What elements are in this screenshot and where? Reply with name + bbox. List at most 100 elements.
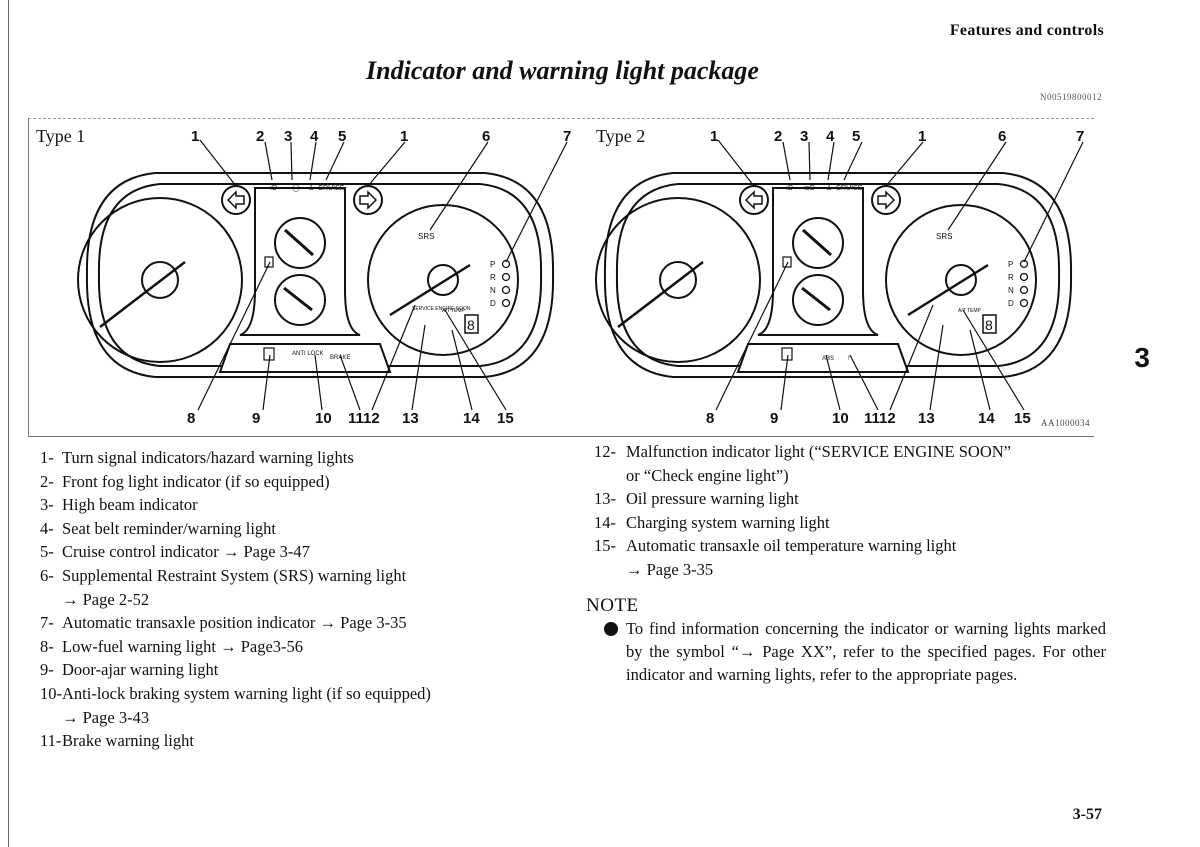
at-temp-label-t2: A/T TEMP [958,308,982,314]
fog-icon: ⁞D [786,185,793,192]
callout-bottom-9: 9 [252,410,261,427]
callout-top-t2-7: 7 [1076,128,1085,145]
callout-bottom-t2-1112: 1112 [864,410,896,427]
callout-top-6: 6 [482,128,491,145]
gear-d-t2: D [1008,299,1014,308]
callout-top-2: 2 [256,128,265,145]
legend-item-14: 14-Charging system warning light [594,512,830,532]
section-header: Features and controls [949,22,1104,39]
turn-signal-right-icon [353,185,383,215]
lower-indicator-strip [218,343,392,373]
legend-item-11: 11-Brake warning light [40,731,194,751]
gear-digit-display: 8 [467,317,475,333]
callout-top-t2-1b: 1 [918,128,927,145]
fuel-icon [782,256,792,268]
legend-item-9: 9-Door-ajar warning light [40,660,219,680]
turn-signal-right-icon [871,185,901,215]
instrument-cluster-type1: ⁞D ◯ ♙ CRUISE SRS P R N D SERVICE ENGINE… [77,140,568,411]
callout-top-5: 5 [338,128,347,145]
callout-bottom-10: 10 [315,410,332,427]
gear-p-t2: P [1008,260,1013,269]
legend-item-3: 3-High beam indicator [40,495,198,515]
legend-item-1: 1-Turn signal indicators/hazard warning … [40,448,354,467]
document-id: N00519800012 [1040,92,1102,102]
type2-label: Type 2 [596,126,646,146]
turn-signal-left-icon [739,185,769,215]
figure-code: AA1000034 [1041,418,1090,428]
abs-label: ABS [822,356,834,362]
gear-p: P [490,260,495,269]
note-heading: NOTE [586,595,639,616]
legend-item-13: 13-Oil pressure warning light [594,489,799,509]
brake-label: BRAKE [330,355,350,361]
page-number: 3-57 [1072,806,1102,823]
gear-r-t2: R [1008,273,1014,282]
note-text: To find information concerning the indic… [626,619,1106,684]
callout-top-t2-4: 4 [826,128,835,145]
figure-frame [28,118,1094,437]
speedometer [77,197,243,363]
gear-r: R [490,273,496,282]
gear-n-t2: N [1008,286,1014,295]
callout-top-1: 1 [191,128,200,145]
callout-bottom-t2-15: 15 [1014,410,1031,427]
binding-edge [0,0,9,847]
anti-lock-label: ANTI LOCK [292,351,324,357]
legend-item-2: 2-Front fog light indicator (if so equip… [40,471,330,491]
chapter-tab: 3 [1134,342,1150,373]
tachometer [367,204,519,356]
legend-item-15: 15-Automatic transaxle oil temperature w… [594,536,957,556]
gear-digit-display-t2: 8 [985,317,993,333]
callout-bottom-15: 15 [497,410,514,427]
cruise-label: CRUISE [318,185,345,192]
legend-item-10-ref: → Page 3-43 [62,707,150,727]
service-engine-soon-label: SERVICE ENGINE SOON [412,306,471,312]
high-beam-icon: ≣D [804,183,815,192]
legend-item-8: 8-Low-fuel warning light → Page3-56 [40,636,304,656]
legend-item-12: 12-Malfunction indicator light (“SERVICE… [594,442,1011,461]
callout-top-t2-2: 2 [774,128,783,145]
callout-bottom-14: 14 [463,410,480,427]
legend-item-5: 5-Cruise control indicator → Page 3-47 [40,542,310,562]
callout-bottom-t2-8: 8 [706,410,715,427]
legend-item-10: 10-Anti-lock braking system warning ligh… [40,683,431,703]
callout-bottom-t2-14: 14 [978,410,995,427]
srs-label-t2: SRS [936,232,952,241]
legend-item-7: 7-Automatic transaxle position indicator… [40,613,407,633]
brake-symbol: ! [848,356,850,362]
callout-top-t2-3: 3 [800,128,809,145]
seatbelt-icon: ♙ [826,184,832,192]
legend-item-4: 4-Seat belt reminder/warning light [40,518,276,538]
at-temp-label: A/T TEMP [442,308,466,314]
callout-bottom-1112: 1112 [348,410,380,427]
callout-top-1b: 1 [400,128,409,145]
legend-item-6-ref: → Page 2-52 [62,589,150,609]
legend-item-6: 6-Supplemental Restraint System (SRS) wa… [40,565,407,585]
callout-top-7: 7 [563,128,572,145]
legend-left: 1-Turn signal indicators/hazard warning … [40,446,431,753]
callout-top-t2-6: 6 [998,128,1007,145]
seatbelt-icon: ♙ [308,184,314,192]
gear-d: D [490,299,496,308]
type1-label: Type 1 [36,126,86,146]
turn-signal-left-icon [221,185,251,215]
callout-top-t2-1: 1 [710,128,719,145]
cruise-label-t2: CRUISE [836,185,863,192]
callout-bottom-t2-13: 13 [918,410,935,427]
legend-item-12-cont: or “Check engine light”) [626,465,789,485]
callout-top-4: 4 [310,128,319,145]
page-title: Indicator and warning light package [366,56,759,85]
callout-bottom-t2-10: 10 [832,410,849,427]
callout-bottom-8: 8 [187,410,196,427]
callout-bottom-t2-9: 9 [770,410,779,427]
instrument-cluster-type2: ⁞D ≣D ♙ CRUISE SRS P R N D A/T TEMP 8 AB… [595,140,1084,411]
srs-label: SRS [418,232,434,241]
legend-item-15-ref: → Page 3-35 [626,559,714,579]
fuel-icon [264,256,274,268]
callout-top-t2-5: 5 [852,128,861,145]
gear-n: N [490,286,496,295]
callout-bottom-13: 13 [402,410,419,427]
legend-right: 12-Malfunction indicator light (“SERVICE… [594,440,1011,582]
fog-icon: ⁞D [270,185,277,192]
high-beam-icon: ◯ [292,184,300,192]
